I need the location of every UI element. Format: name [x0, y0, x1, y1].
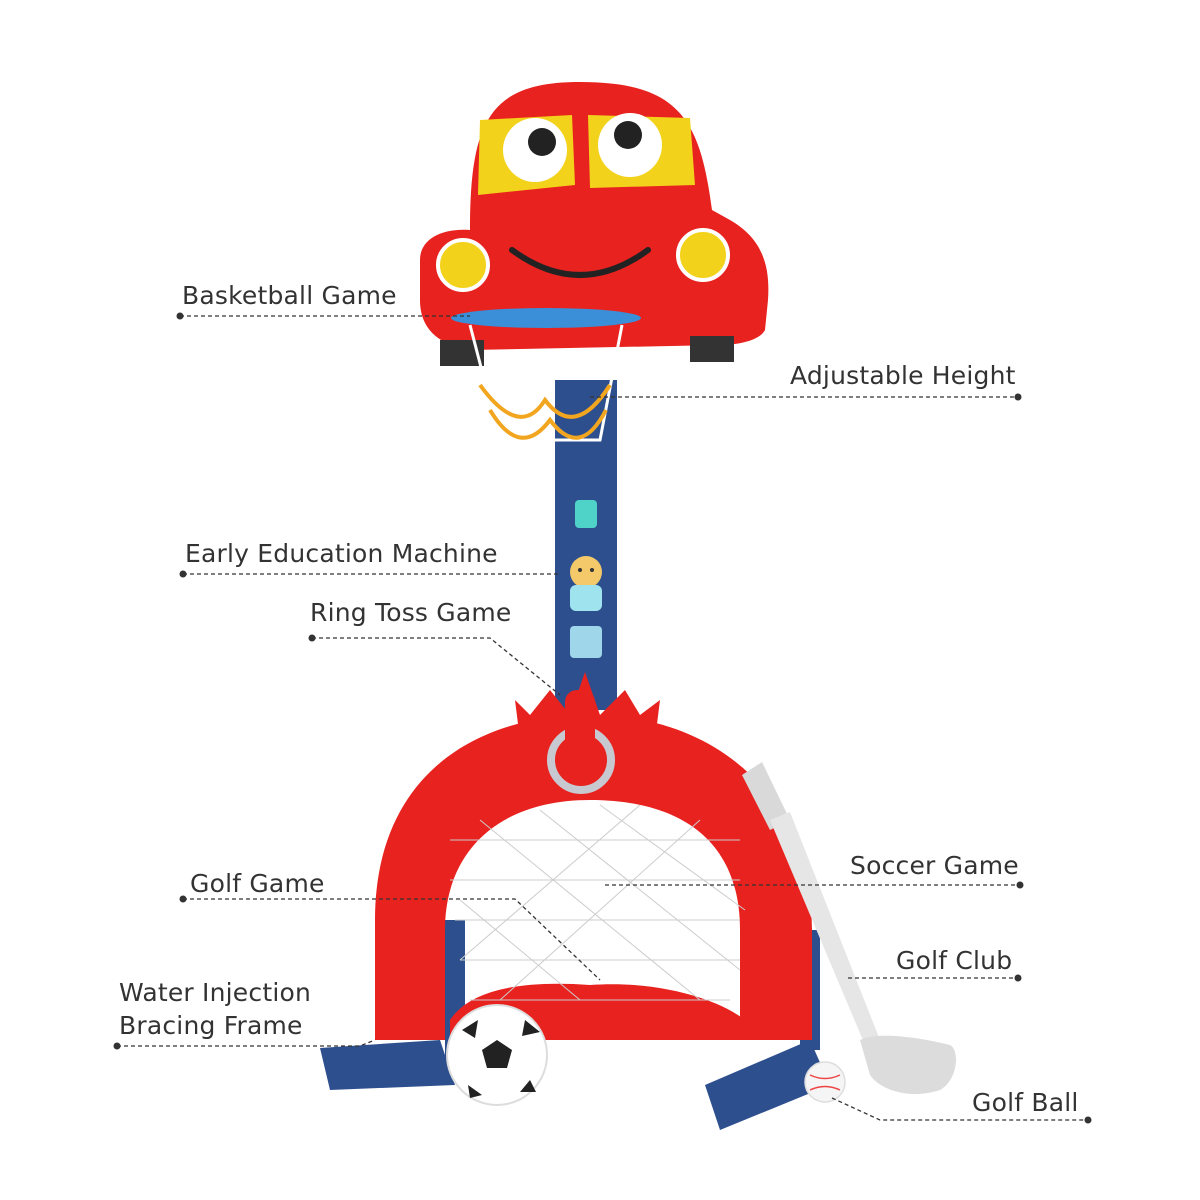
- label-water-injection-frame: Water Injection Bracing Frame: [119, 976, 359, 1042]
- label-water-line2: Bracing Frame: [119, 1011, 303, 1040]
- basketball-hoop: [451, 308, 641, 442]
- label-ring-toss-game: Ring Toss Game: [310, 598, 512, 627]
- soccer-goal-arch: [375, 672, 812, 1040]
- bear-icon: [570, 556, 602, 611]
- label-water-line1: Water Injection: [119, 978, 312, 1007]
- label-adjustable-height: Adjustable Height: [790, 361, 1016, 390]
- label-golf-club: Golf Club: [896, 946, 1013, 975]
- pole: [555, 380, 617, 710]
- leader-lines: [117, 315, 1088, 1121]
- soccer-ball: [446, 1004, 548, 1106]
- golf-club: [742, 762, 956, 1095]
- car-backboard: [420, 82, 769, 366]
- leader-dots: [113, 312, 1092, 1124]
- label-soccer-game: Soccer Game: [850, 851, 1019, 880]
- golf-ball: [804, 1061, 846, 1103]
- label-golf-ball: Golf Ball: [972, 1088, 1079, 1117]
- label-golf-game: Golf Game: [190, 869, 325, 898]
- label-basketball-game: Basketball Game: [182, 281, 397, 310]
- label-early-education-machine: Early Education Machine: [185, 539, 498, 568]
